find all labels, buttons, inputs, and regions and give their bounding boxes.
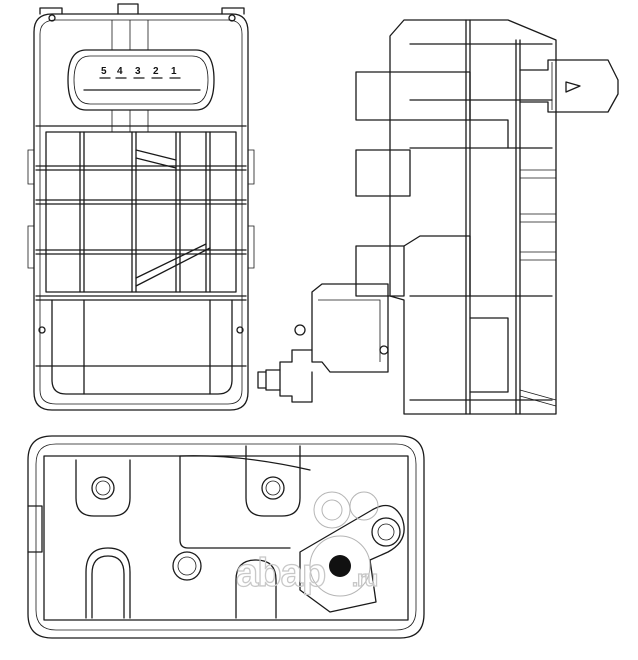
pin-label-4: 4: [117, 66, 123, 77]
pin-label-5: 5: [101, 66, 107, 77]
connector-plug: [519, 59, 619, 113]
watermark-text: abap: [236, 551, 325, 595]
pin-label-2: 2: [153, 66, 159, 77]
watermark-suffix: .ru: [352, 566, 377, 591]
front-view: 5 4 3 2 1: [27, 3, 255, 411]
actuator-lever: [299, 504, 405, 613]
mounting-hole: [91, 476, 115, 500]
mounting-hole: [261, 476, 285, 500]
watermark: abap .ru: [235, 550, 378, 595]
position-sensor: [311, 283, 389, 373]
side-view: [257, 19, 619, 415]
pin-labels: 5 4 3 2 1: [101, 66, 177, 77]
pin-label-3: 3: [135, 66, 141, 77]
mounting-hole: [172, 551, 202, 581]
connector-socket: [67, 49, 215, 111]
pin-label-1: 1: [171, 66, 177, 77]
shaft: [329, 555, 351, 577]
bottom-view: [27, 435, 425, 639]
